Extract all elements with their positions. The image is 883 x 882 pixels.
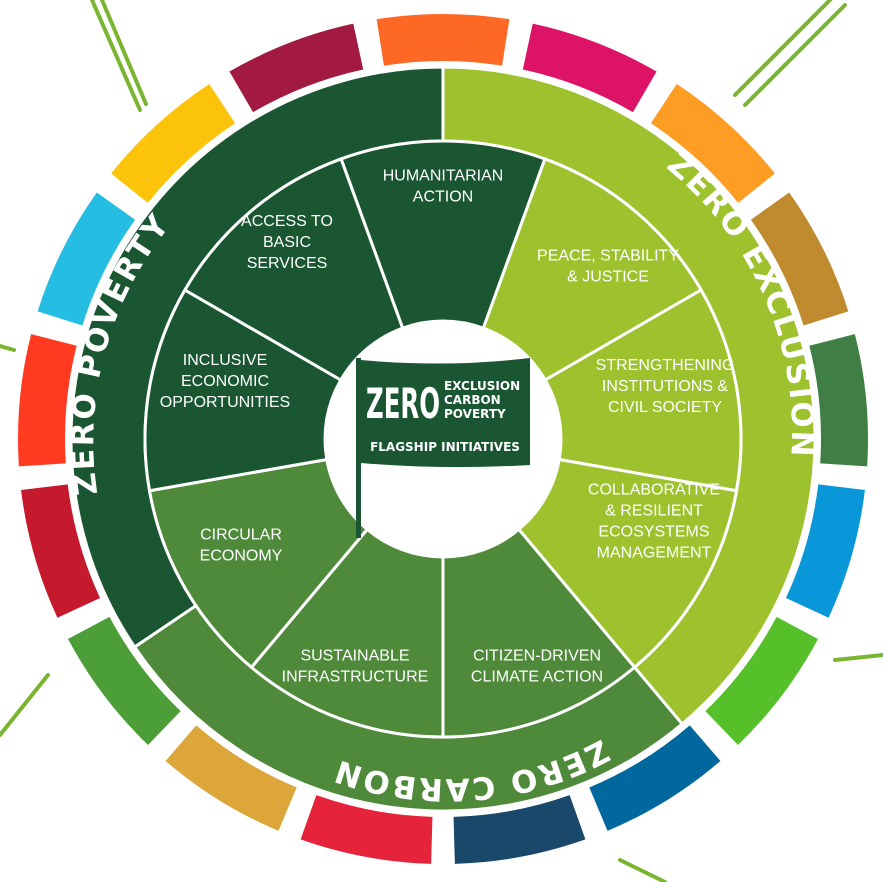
segment-label-line: CITIZEN-DRIVEN bbox=[473, 648, 601, 665]
segment-label-collaborative-ecosystems: COLLABORATIVE & RESILIENT ECOSYSTEMS MANAGE… bbox=[588, 482, 720, 562]
ray-right bbox=[833, 653, 883, 662]
sdg-tile-11 bbox=[650, 84, 775, 203]
sdg-tile-9 bbox=[376, 14, 510, 66]
segment-label-line: INCLUSIVE bbox=[183, 352, 267, 369]
sdg-tile-16 bbox=[589, 725, 721, 831]
segment-label-line: CIVIL SOCIETY bbox=[608, 399, 722, 416]
segment-label-sustainable-infrastructure: SUSTAINABLE INFRASTRUCTURE bbox=[282, 648, 429, 686]
ray-top-right-2 bbox=[743, 3, 847, 107]
segment-label-peace-stability-justice: PEACE, STABILITY & JUSTICE bbox=[537, 248, 679, 286]
sdg-tile-5 bbox=[17, 334, 77, 467]
segment-citizen-driven-climate-action bbox=[441, 527, 637, 739]
logo-zero-word: ZERO bbox=[366, 379, 440, 428]
logo-line-exclusion: EXCLUSION bbox=[444, 379, 520, 393]
segment-label-line: ACTION bbox=[413, 189, 473, 206]
logo-line-carbon: CARBON bbox=[444, 393, 501, 407]
segment-label-line: ECONOMY bbox=[200, 548, 283, 565]
logo-subtitle: FLAGSHIP INITIATIVES bbox=[370, 440, 520, 454]
sdg-tile-2 bbox=[165, 725, 297, 831]
sdg-tile-4 bbox=[21, 484, 101, 618]
segment-label-humanitarian-action: HUMANITARIAN ACTION bbox=[383, 168, 504, 206]
sdg-tile-10 bbox=[522, 23, 657, 113]
segment-label-line: OPPORTUNITIES bbox=[160, 394, 290, 411]
segment-label-line: ACCESS TO bbox=[241, 213, 333, 230]
segment-label-line: PEACE, STABILITY bbox=[537, 248, 679, 265]
logo-line-poverty: POVERTY bbox=[444, 407, 506, 421]
sdg-color-ring bbox=[17, 14, 869, 864]
initiative-labels: HUMANITARIAN ACTION PEACE, STABILITY & JUST… bbox=[160, 168, 735, 686]
segment-label-line: HUMANITARIAN bbox=[383, 168, 504, 185]
segment-circular-economy bbox=[147, 457, 370, 670]
ray-bottom-right bbox=[618, 858, 667, 882]
segment-label-line: SERVICES bbox=[247, 255, 328, 272]
flag-icon bbox=[361, 358, 530, 468]
ray-top-left bbox=[90, 0, 142, 112]
sdg-tile-6 bbox=[37, 192, 136, 326]
segment-label-circular-economy: CIRCULAR ECONOMY bbox=[200, 527, 283, 565]
ray-bottom-left bbox=[0, 673, 50, 737]
segment-collaborative-ecosystems bbox=[516, 457, 739, 670]
ray-top-right bbox=[733, 0, 832, 97]
segment-label-line: ECOSYSTEMS bbox=[598, 524, 709, 541]
segment-sustainable-infrastructure bbox=[249, 527, 445, 739]
sdg-tile-3 bbox=[67, 616, 181, 745]
ray-top-left-2 bbox=[100, 0, 148, 106]
sdg-tile-14 bbox=[785, 484, 865, 618]
segment-inclusive-economic-opportunities bbox=[143, 287, 343, 493]
segment-label-citizen-driven-climate-action: CITIZEN-DRIVEN CLIMATE ACTION bbox=[471, 648, 603, 686]
ray-left bbox=[0, 344, 16, 352]
sdg-tile-15 bbox=[705, 616, 819, 745]
segment-label-inclusive-economic-opportunities: INCLUSIVE ECONOMIC OPPORTUNITIES bbox=[160, 352, 290, 411]
segment-label-line: ECONOMIC bbox=[181, 373, 269, 390]
segment-label-line: CLIMATE ACTION bbox=[471, 669, 603, 686]
sdg-tile-12 bbox=[750, 192, 849, 326]
segment-strengthening-institutions bbox=[543, 287, 743, 493]
sdg-tile-8 bbox=[229, 23, 364, 113]
segment-label-line: COLLABORATIVE bbox=[588, 482, 720, 499]
segment-label-line: STRENGTHENING bbox=[596, 357, 735, 374]
segment-label-strengthening-institutions: STRENGTHENING INSTITUTIONS & CIVIL SOCIETY bbox=[596, 357, 735, 416]
segment-label-line: BASIC bbox=[263, 234, 311, 251]
flag-pole bbox=[356, 358, 361, 538]
sdg-tile-17 bbox=[453, 795, 586, 864]
segment-label-line: MANAGEMENT bbox=[597, 545, 712, 562]
segment-label-line: CIRCULAR bbox=[200, 527, 282, 544]
segment-label-line: & RESILIENT bbox=[605, 503, 703, 520]
segment-label-line: INSTITUTIONS & bbox=[602, 378, 729, 395]
sdg-tile-13 bbox=[809, 334, 869, 467]
sdg-tile-7 bbox=[111, 84, 236, 203]
segment-label-line: & JUSTICE bbox=[567, 269, 649, 286]
initiative-segments bbox=[143, 139, 743, 739]
segment-humanitarian-action bbox=[339, 139, 547, 331]
sdg-tile-1 bbox=[300, 795, 433, 864]
segment-label-line: INFRASTRUCTURE bbox=[282, 669, 429, 686]
segment-label-access-to-basic-services: ACCESS TO BASIC SERVICES bbox=[241, 213, 333, 272]
segment-peace-stability-justice bbox=[481, 157, 704, 383]
center-logo: ZERO EXCLUSION CARBON POVERTY FLAGSHIP I… bbox=[330, 326, 556, 552]
segment-label-line: SUSTAINABLE bbox=[300, 648, 409, 665]
